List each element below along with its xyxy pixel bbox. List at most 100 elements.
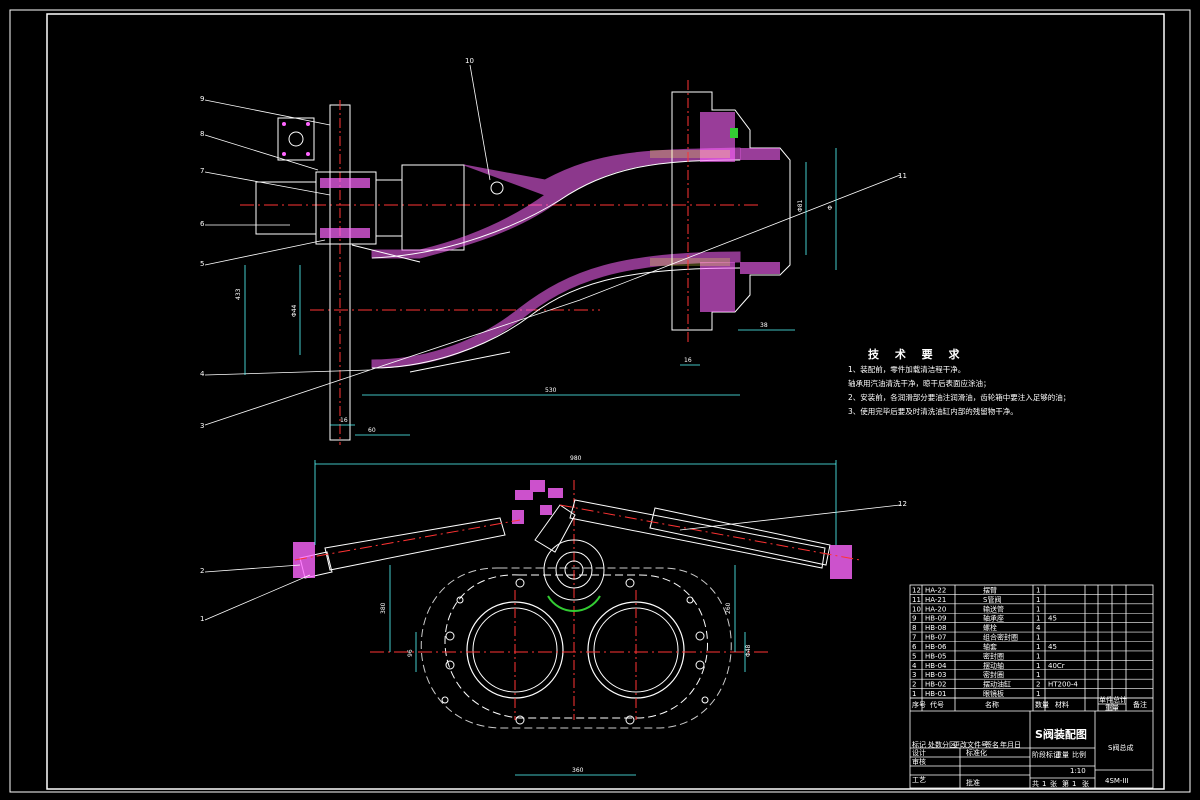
- outer-frame: [9, 9, 1191, 793]
- dim-label: Φ81: [797, 199, 804, 212]
- bottom-view-dimensions: [314, 460, 837, 776]
- parts-cell-name: 摆动油缸: [983, 680, 1011, 689]
- parts-header-unit: 单件: [1099, 695, 1113, 704]
- parts-cell-qty: 1: [1036, 586, 1040, 594]
- parts-cell-no: 3: [912, 671, 916, 679]
- balloon-label: 12: [898, 500, 907, 508]
- parts-cell-qty: 1: [1036, 634, 1040, 642]
- parts-cell-no: 7: [912, 634, 916, 642]
- parts-cell-qty: 1: [1036, 643, 1040, 651]
- parts-cell-name: 组合密封圈: [983, 633, 1018, 642]
- dim-label: 433: [235, 288, 242, 300]
- parts-cell-qty: 2: [1036, 681, 1040, 689]
- tb-label-stage: 阶段标记: [1032, 750, 1060, 759]
- parts-cell-no: 6: [912, 643, 917, 651]
- tb-label-date: 年月日: [1000, 740, 1021, 749]
- parts-cell-no: 12: [912, 586, 921, 594]
- parts-header-code: 代号: [930, 700, 944, 709]
- parts-cell-material: 45: [1048, 643, 1057, 651]
- tb-label-scale: 比例: [1072, 750, 1086, 759]
- parts-cell-code: HA-22: [925, 586, 946, 594]
- requirement-line-1: 1、装配前，零件加载清洁程干净。: [848, 365, 966, 374]
- tb-label-design: 设计: [912, 748, 926, 757]
- parts-header-note: 备注: [1133, 700, 1147, 709]
- parts-cell-qty: 1: [1036, 671, 1040, 679]
- balloon-label: 11: [898, 172, 907, 180]
- top-view-dimensions: [244, 148, 837, 436]
- tb-label-zone: 分区: [942, 740, 956, 749]
- tb-label-sheet2: 张: [1082, 779, 1089, 788]
- balloon-label: 4: [200, 370, 205, 378]
- balloon-label: 3: [200, 422, 204, 430]
- parts-cell-name: S管阀: [983, 595, 1001, 604]
- parts-cell-qty: 1: [1036, 605, 1040, 613]
- requirement-line-2: 轴承用汽油清洗干净，晾干后表面应涂油；: [848, 379, 991, 388]
- bottom-view-dimension-labels: 980 380 96 260 Φ48 360: [380, 455, 752, 774]
- drawing-title: S阀装配图: [1035, 727, 1087, 741]
- parts-cell-name: 密封圈: [983, 651, 1004, 660]
- requirement-line-4: 3、使用完毕后要及时清洗油缸内部的残留物干净。: [848, 407, 1018, 416]
- requirement-line-3: 2、安装前，各润滑部分要油注润滑油，齿轮箱中要注入足够的油；: [848, 393, 1071, 402]
- top-view-dimension-labels: 433 Φ44 530 16 60 38 Φ81 Φ 16: [235, 199, 834, 434]
- s-tube-section-view: [204, 64, 901, 445]
- parts-cell-name: 眼镜板: [983, 689, 1004, 698]
- parts-cell-name: 轴套: [983, 642, 997, 651]
- glasses-plate-view: [204, 480, 901, 729]
- parts-cell-code: HB-04: [925, 662, 947, 670]
- title-block-text: 序号 代号 名称 数量 材料 单件 总计 重量 备注 S阀装配图 S阀总成 4S…: [912, 695, 1147, 788]
- parts-header-qty: 数量: [1035, 700, 1049, 709]
- parts-cell-code: HB-03: [925, 671, 947, 679]
- parts-cell-no: 9: [912, 615, 916, 623]
- dim-label: 16: [684, 357, 692, 364]
- parts-cell-code: HB-07: [925, 634, 947, 642]
- parts-cell-code: HA-21: [925, 596, 946, 604]
- dim-label: 360: [572, 767, 584, 774]
- dim-label: 38: [760, 322, 768, 329]
- parts-header-material: 材料: [1055, 700, 1069, 709]
- tb-label-total: 共: [1032, 779, 1039, 788]
- balloon-label: 8: [200, 130, 204, 138]
- parts-cell-qty: 1: [1036, 690, 1040, 698]
- part-balloons: 9 8 7 6 5 4 3 10 11 12 2 1: [200, 57, 907, 623]
- tb-label-weight: 重量: [1055, 751, 1069, 759]
- parts-cell-code: HB-01: [925, 690, 947, 698]
- tb-label-change: 更改文件号: [953, 740, 988, 749]
- dim-label: Φ48: [745, 644, 752, 657]
- parts-cell-no: 5: [912, 652, 916, 660]
- parts-cell-qty: 1: [1036, 662, 1040, 670]
- parts-cell-material: 40Cr: [1048, 662, 1065, 670]
- parts-cell-name: 密封圈: [983, 670, 1004, 679]
- parts-cell-material: 45: [1048, 615, 1057, 623]
- title-block: [909, 584, 1154, 789]
- tb-label-sign: 签名: [985, 740, 999, 749]
- parts-cell-no: 2: [912, 681, 916, 689]
- tb-sheet-total: 1: [1042, 780, 1046, 788]
- parts-cell-name: 摆臂: [983, 585, 997, 594]
- parts-cell-no: 1: [912, 690, 916, 698]
- tb-label-count: 处数: [928, 740, 942, 749]
- parts-cell-no: 10: [912, 605, 921, 613]
- balloon-label: 1: [200, 615, 204, 623]
- tb-label-mark: 标记: [912, 740, 926, 749]
- drawing-number: 4SM-III: [1105, 777, 1129, 785]
- parts-cell-name: 输送管: [983, 604, 1004, 613]
- tb-label-approve: 批准: [966, 778, 980, 787]
- tb-label-process: 工艺: [912, 776, 926, 784]
- parts-cell-code: HB-06: [925, 643, 947, 651]
- project-name: S阀总成: [1108, 743, 1133, 752]
- parts-cell-name: 摆动轴: [983, 661, 1004, 670]
- balloon-label: 9: [200, 95, 204, 103]
- dim-label: 980: [570, 455, 582, 462]
- dim-label: 530: [545, 387, 557, 394]
- dim-label: 260: [725, 602, 732, 614]
- balloon-label: 2: [200, 567, 204, 575]
- parts-header-name: 名称: [985, 700, 999, 709]
- parts-cell-qty: 4: [1036, 624, 1041, 632]
- tb-label-sheet: 张: [1050, 779, 1057, 788]
- parts-cell-no: 8: [912, 624, 916, 632]
- tb-label-check: 审核: [912, 757, 926, 766]
- balloon-label: 10: [465, 57, 474, 65]
- parts-cell-code: HB-02: [925, 681, 947, 689]
